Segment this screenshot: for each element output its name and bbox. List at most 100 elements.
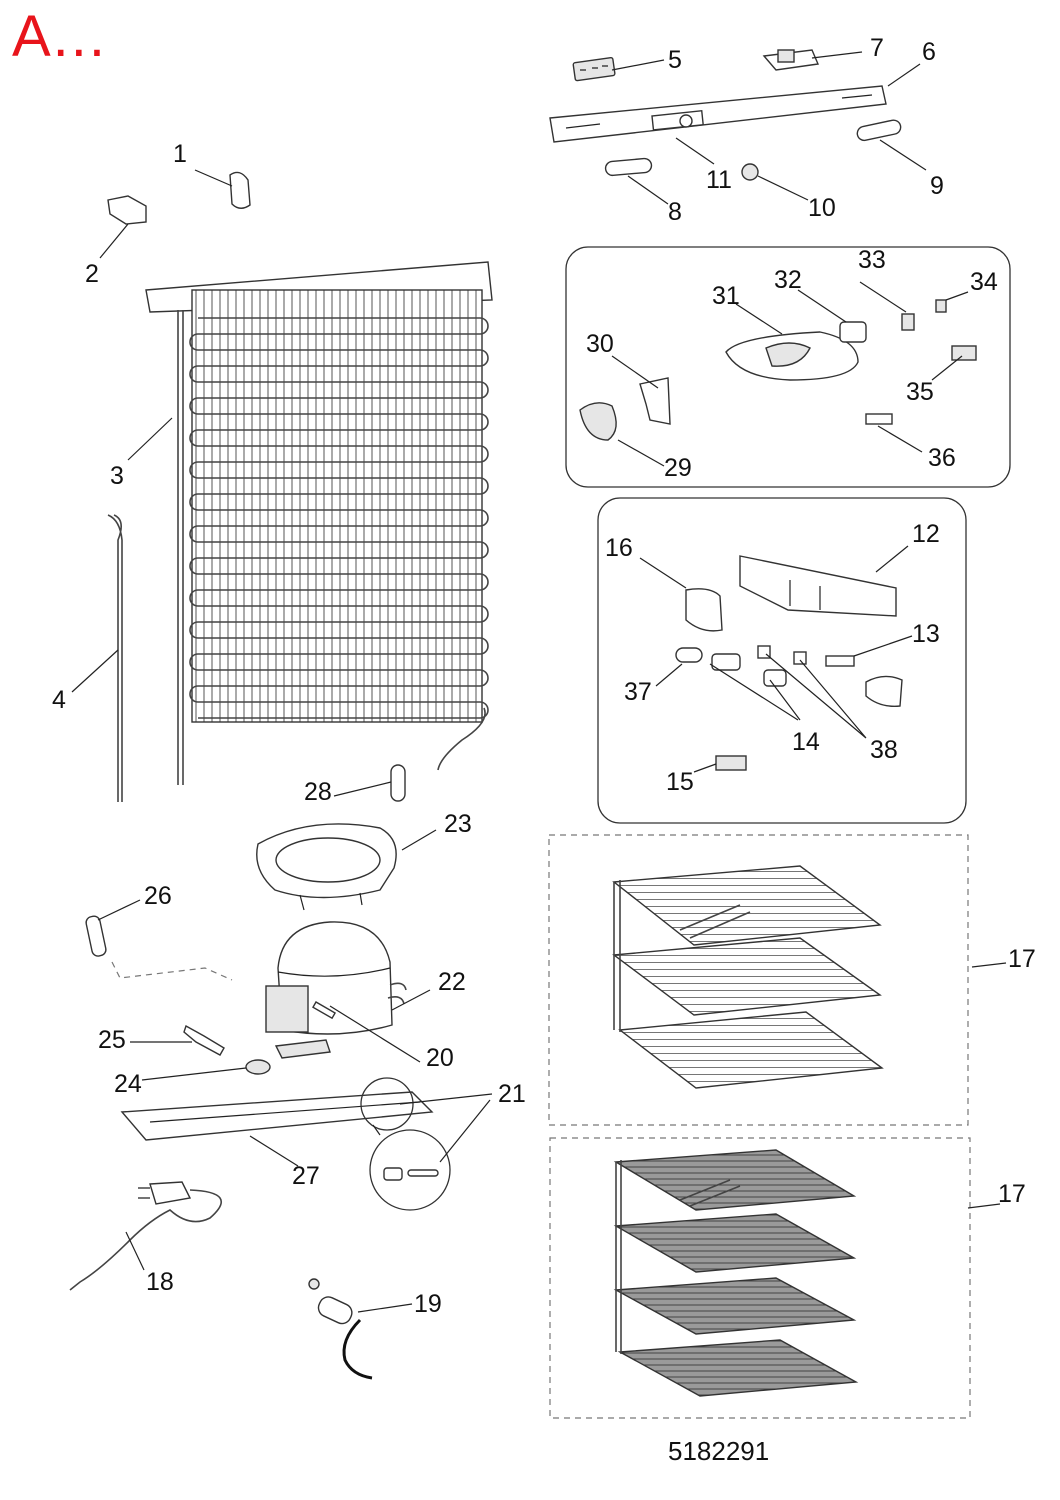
condenser-grid <box>191 289 483 723</box>
condenser-coil <box>189 317 489 719</box>
callout-9: 9 <box>930 172 944 200</box>
callout-16: 16 <box>605 534 633 562</box>
capillary-tube-4 <box>107 514 123 802</box>
stud-20-icon <box>312 1001 337 1020</box>
shelf-b-1 <box>613 1149 857 1211</box>
callout-11: 11 <box>706 166 732 194</box>
callout-3: 3 <box>110 462 124 490</box>
callout-10: 10 <box>808 194 836 222</box>
shelf-a-3 <box>618 1011 884 1089</box>
callout-7: 7 <box>870 34 884 62</box>
box-a-parts <box>579 299 977 441</box>
callout-20: 20 <box>426 1044 454 1072</box>
lamp-socket-32 <box>839 321 867 343</box>
callout-12: 12 <box>912 520 940 548</box>
parts-box-29-36 <box>565 246 1011 488</box>
base-plate-27 <box>120 1091 434 1141</box>
callout-33: 33 <box>858 246 886 274</box>
knob-icon <box>741 163 759 181</box>
shelf-b-2 <box>613 1213 857 1273</box>
part-33-icon <box>901 313 915 331</box>
thermostat-icon <box>572 56 616 82</box>
shelf-b-3 <box>613 1277 857 1335</box>
part-36-icon <box>865 413 893 425</box>
detail-circle-small <box>360 1077 414 1131</box>
knob-small-icon <box>865 675 903 707</box>
compressor-foot <box>274 1039 331 1059</box>
callout-1: 1 <box>173 140 187 168</box>
condenser-side-tube <box>177 310 184 785</box>
panel-12-icon <box>739 555 897 617</box>
shelf-a-2 <box>612 937 882 1016</box>
knob-16-icon <box>685 588 723 632</box>
drip-tray-inner <box>275 837 381 883</box>
compressor-group <box>69 823 451 1380</box>
callout-31: 31 <box>712 282 740 310</box>
bracket-1-icon <box>229 171 251 209</box>
callout-15: 15 <box>666 768 694 796</box>
callout-38: 38 <box>870 736 898 764</box>
detail-circle-large <box>369 1129 451 1211</box>
leader-lines <box>71 51 1007 1313</box>
parts-box-12-38 <box>597 497 967 824</box>
condenser-group <box>107 171 493 802</box>
callout-32: 32 <box>774 266 802 294</box>
condenser-outlet-tube <box>437 707 486 771</box>
knob-29-icon <box>579 402 617 441</box>
callout-27: 27 <box>292 1162 320 1190</box>
brand-label: A... <box>12 4 108 69</box>
document-number: 5182291 <box>668 1436 769 1466</box>
filter-drier-icon <box>390 764 406 802</box>
callout-37: 37 <box>624 678 652 706</box>
shelf-a-1 <box>612 865 882 946</box>
callout-17-upper: 17 <box>1008 945 1036 973</box>
part-14b-icon <box>763 669 787 687</box>
power-cord-icon <box>69 1181 222 1291</box>
callout-14: 14 <box>792 728 820 756</box>
callout-25: 25 <box>98 1026 126 1054</box>
callout-6: 6 <box>922 38 936 66</box>
knob-socket <box>679 114 693 128</box>
callout-23: 23 <box>444 810 472 838</box>
slot-cover-8 <box>604 157 653 177</box>
pin-26-icon <box>85 915 107 957</box>
callout-29: 29 <box>664 454 692 482</box>
part-35-icon <box>951 345 977 361</box>
control-panel-group <box>549 49 902 181</box>
lamp-holder-icon <box>711 653 741 671</box>
callout-28: 28 <box>304 778 332 806</box>
callout-19: 19 <box>414 1290 442 1318</box>
callout-5: 5 <box>668 46 682 74</box>
shelf-box-b <box>549 1137 971 1419</box>
callout-21: 21 <box>498 1080 526 1108</box>
capacitor-icon <box>308 1278 373 1380</box>
shelf-set-b <box>613 1149 859 1397</box>
callout-35: 35 <box>906 378 934 406</box>
callout-30: 30 <box>586 330 614 358</box>
callout-2: 2 <box>85 260 99 288</box>
box-b-parts <box>675 555 903 771</box>
compressor-relay-box <box>265 985 309 1033</box>
control-panel-bar <box>549 85 887 143</box>
callout-labels: 1 2 3 4 5 6 7 8 9 10 11 12 13 14 15 16 1… <box>52 34 1036 1318</box>
callout-17-lower: 17 <box>998 1180 1026 1208</box>
clip-25-icon <box>183 1024 225 1056</box>
shelf-box-a <box>548 834 969 1126</box>
clip-7-icon <box>762 49 820 71</box>
part-30-icon <box>639 377 671 425</box>
callout-22: 22 <box>438 968 466 996</box>
grommet-24-icon <box>245 1059 271 1075</box>
part-34-icon <box>935 299 947 313</box>
callout-18: 18 <box>146 1268 174 1296</box>
bulb-37-icon <box>675 647 703 663</box>
shelf-b-4 <box>617 1339 859 1397</box>
part-38-icon <box>793 651 807 665</box>
pin-21-icon <box>407 1169 439 1177</box>
callout-36: 36 <box>928 444 956 472</box>
callout-13: 13 <box>912 620 940 648</box>
slot-cover-9 <box>856 119 902 142</box>
callout-34: 34 <box>970 268 998 296</box>
callout-24: 24 <box>114 1070 142 1098</box>
spacer-2-icon <box>107 195 147 225</box>
